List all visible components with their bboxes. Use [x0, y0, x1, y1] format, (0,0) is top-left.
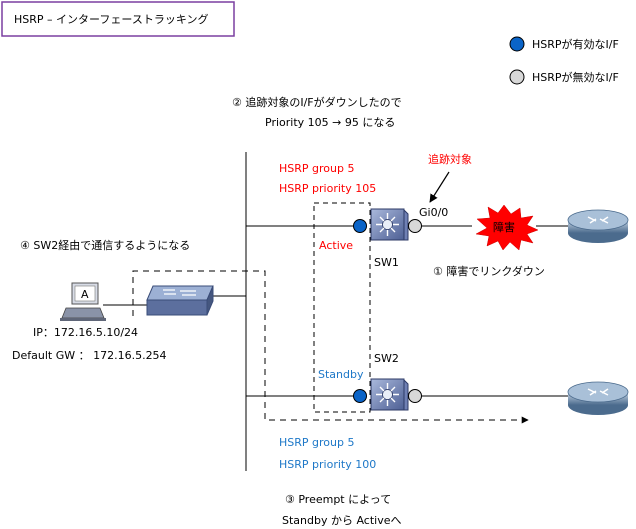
- sw2-hsrp-interface: [353, 389, 367, 403]
- fault-label: 障害: [493, 220, 515, 234]
- track-target-arrow: [429, 171, 450, 203]
- sw2-state-label: Standby: [318, 368, 364, 381]
- step3-line2: Standby から Activeへ: [282, 514, 402, 527]
- sw1-state-label: Active: [319, 239, 353, 252]
- fault-burst: 障害: [475, 204, 539, 251]
- step3-line1: ③ Preempt によって: [285, 493, 391, 506]
- pc-screen-label: A: [81, 288, 89, 301]
- track-target-label: 追跡対象: [428, 152, 472, 166]
- legend-disabled-swatch: [509, 69, 525, 85]
- step1-label: ① 障害でリンクダウン: [433, 264, 545, 278]
- sw1-group-label: HSRP group 5: [279, 162, 354, 175]
- legend-disabled-label: HSRPが無効なI/F: [532, 70, 619, 84]
- host-gateway-label: Default GW ： 172.16.5.254: [12, 349, 167, 362]
- sw1-port-label: Gi0/0: [419, 206, 448, 219]
- step2-line1: ② 追跡対象のI/Fがダウンしたので: [232, 95, 402, 109]
- sw2-priority-label: HSRP priority 100: [279, 458, 376, 471]
- legend-enabled-swatch: [509, 36, 525, 52]
- host-ip-label: IP：172.16.5.10/24: [33, 326, 138, 339]
- sw1-label: SW1: [374, 256, 399, 269]
- step4-label: ④ SW2経由で通信するようになる: [20, 238, 190, 252]
- sw1-switch-icon: [370, 208, 409, 241]
- sw2-uplink-interface: [408, 389, 422, 403]
- legend-enabled-label: HSRPが有効なI/F: [532, 37, 619, 51]
- title-box: HSRP – インターフェーストラッキング: [1, 1, 235, 37]
- sw2-label: SW2: [374, 352, 399, 365]
- l2-switch-icon: [146, 285, 214, 316]
- page-title: HSRP – インターフェーストラッキング: [14, 12, 208, 26]
- pc-icon: A: [60, 282, 106, 321]
- sw2-group-label: HSRP group 5: [279, 436, 354, 449]
- router2-icon: [567, 381, 629, 415]
- hsrp-group-box: [313, 202, 371, 413]
- legend: HSRPが有効なI/F HSRPが無効なI/F: [509, 36, 619, 85]
- traffic-path-arrow: [132, 270, 529, 424]
- router1-icon: [567, 209, 629, 243]
- sw1-priority-label: HSRP priority 105: [279, 182, 376, 195]
- sw2-switch-icon: [370, 378, 409, 411]
- sw1-hsrp-interface: [353, 219, 367, 233]
- sw1-tracked-interface: [408, 219, 422, 233]
- step2-line2: Priority 105 → 95 になる: [265, 116, 395, 129]
